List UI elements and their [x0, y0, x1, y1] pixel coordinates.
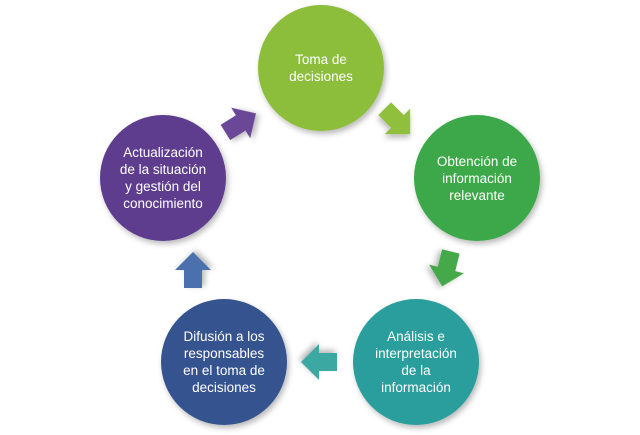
node-circle-4 — [161, 299, 287, 425]
node-circle-2 — [414, 115, 540, 241]
chevron-arrow-icon — [220, 107, 256, 141]
node-circle-1 — [258, 5, 384, 131]
node-circle-3 — [353, 299, 479, 425]
arrow-5 — [220, 107, 256, 141]
chevron-arrow-icon — [175, 252, 211, 288]
node-circle-5 — [100, 115, 226, 241]
chevron-arrow-icon — [301, 344, 337, 380]
arrow-1 — [378, 102, 411, 135]
arrow-4 — [175, 252, 211, 288]
arrow-2 — [429, 249, 464, 287]
chevron-arrow-icon — [378, 102, 411, 135]
arrow-3 — [301, 344, 337, 380]
chevron-arrow-icon — [429, 249, 464, 287]
